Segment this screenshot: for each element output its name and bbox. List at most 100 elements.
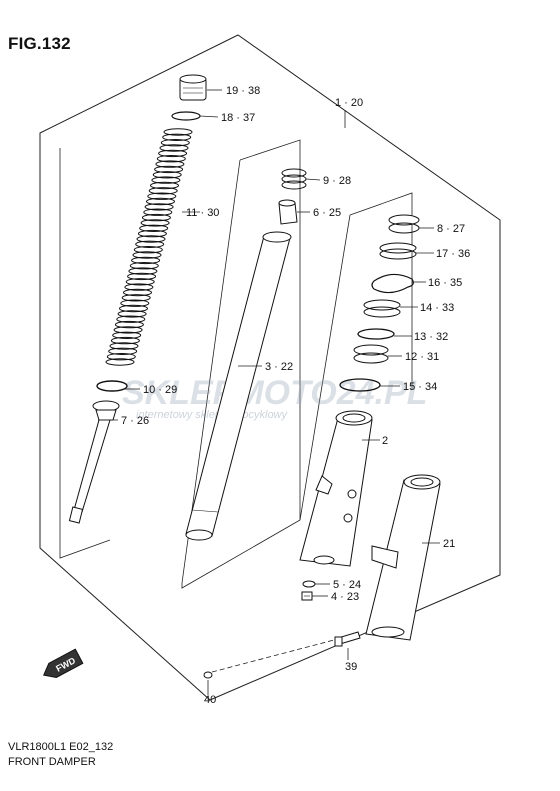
watermark-tagline: internetowy sklep motocyklowy: [136, 409, 289, 421]
callout-9-28: 9 · 28: [323, 175, 351, 187]
callout-4-23: 4 · 23: [331, 591, 359, 603]
watermark-brand: SKLEPMOTO24.PL: [122, 374, 427, 412]
spring-coil: [132, 251, 162, 259]
callout-19-38: 19 · 38: [226, 85, 260, 97]
spring-coil: [110, 336, 140, 345]
part-rebound-spring: [281, 168, 307, 190]
part-o-ring-top: [171, 111, 201, 121]
callout-5-24: 5 · 24: [333, 579, 361, 591]
watermark: SKLEPMOTO24.PL internetowy sklep motocyk…: [122, 374, 427, 421]
spring-coil: [108, 347, 138, 355]
part-plug: [203, 671, 213, 679]
callout-11-30: 11 · 30: [186, 207, 219, 219]
spring-coil: [105, 358, 135, 366]
spring-coil: [141, 213, 171, 222]
group-outline-spring: [59, 148, 111, 559]
callout-40: 40: [204, 694, 216, 706]
callout-3-22: 3 · 22: [265, 361, 293, 373]
part-slide-piece: [278, 199, 298, 225]
spring-coil: [137, 229, 167, 238]
spring-coil: [154, 165, 184, 174]
part-stopper-ring: [379, 242, 417, 260]
callout-15-34: 15 · 34: [403, 381, 437, 393]
figure-title: FIG.132: [8, 34, 71, 53]
spring-coil: [156, 155, 186, 163]
callout-2: 2: [382, 435, 388, 447]
part-outer-tube-right: [299, 410, 373, 567]
spring-coil: [106, 353, 136, 361]
part-oil-seal: [363, 299, 401, 318]
part-outer-tube-left: [365, 474, 441, 641]
part-gasket-washer: [302, 580, 316, 588]
spring-coil: [121, 294, 151, 302]
part-slide-bushing: [339, 378, 381, 392]
spring-coil: [116, 315, 146, 323]
callout-21: 21: [443, 538, 455, 550]
diagram-code: VLR1800L1 E02_132: [8, 741, 114, 753]
part-spacer-ring: [96, 380, 128, 392]
callout-1-20: 1 · 20: [335, 97, 363, 109]
part-fork-cap-bolt: [179, 74, 207, 101]
callout-17-36: 17 · 36: [436, 248, 470, 260]
spring-coil: [112, 331, 142, 339]
fwd-arrow-icon: FWD: [43, 648, 84, 678]
callout-6-25: 6 · 25: [313, 207, 341, 219]
spring-coil: [160, 139, 190, 147]
part-dust-seal: [388, 214, 420, 234]
part-inner-tube: [185, 231, 292, 541]
spring-coil: [114, 320, 144, 329]
part-damper-rod: [68, 400, 120, 524]
spring-coil: [147, 192, 177, 200]
spring-coil: [125, 278, 155, 286]
spring-coil: [124, 283, 154, 291]
callout-39: 39: [345, 661, 357, 673]
callout-16-35: 16 · 35: [428, 277, 462, 289]
spring-coil: [155, 160, 185, 168]
leader-lines: [98, 89, 440, 695]
spring-coil: [159, 144, 189, 152]
spring-coil: [129, 262, 159, 270]
part-guide-bushing: [353, 344, 389, 364]
callout-10-29: 10 · 29: [143, 384, 177, 396]
spring-coil: [143, 208, 173, 216]
spring-coil: [150, 181, 179, 190]
part-seal-washer: [357, 328, 395, 340]
part-damper-bolt: [301, 591, 313, 601]
spring-coil: [128, 267, 158, 275]
callout-14-33: 14 · 33: [420, 302, 454, 314]
spring-coil: [120, 299, 150, 307]
spring-coil: [119, 304, 148, 313]
group-outline-seals: [349, 192, 413, 390]
callout-labels: 1 · 20 19 · 38 18 · 37 11 · 30 10 · 29 7 · 26…: [121, 85, 470, 706]
diagram-caption: FRONT DAMPER: [8, 756, 96, 768]
spring-coil: [151, 176, 181, 184]
spring-coil: [136, 235, 166, 243]
assembly-outline-1-20: [39, 34, 501, 701]
part-circlip: [371, 273, 414, 294]
spring-coil: [127, 272, 157, 281]
spring-coil: [135, 240, 165, 249]
spring-coil: [140, 219, 170, 227]
spring-coil: [139, 224, 169, 233]
spring-coil: [144, 203, 174, 211]
callout-8-27: 8 · 27: [437, 223, 465, 235]
spring-coil: [133, 246, 163, 254]
part-fork-spring: [105, 128, 193, 366]
spring-coil: [163, 128, 193, 136]
part-axle-bolt: [334, 631, 361, 647]
spring-coil: [146, 197, 175, 206]
spring-coil: [152, 171, 182, 179]
spring-coil: [117, 310, 147, 318]
spring-coil: [131, 256, 161, 265]
spring-coil: [123, 288, 152, 297]
callout-12-31: 12 · 31: [405, 351, 439, 363]
callout-13-32: 13 · 32: [414, 331, 448, 343]
spring-coil: [109, 342, 139, 350]
callout-7-26: 7 · 26: [121, 415, 149, 427]
spring-coil: [148, 187, 178, 195]
spring-coil: [162, 133, 192, 142]
spring-coil: [158, 149, 188, 158]
callout-18-37: 18 · 37: [221, 112, 255, 124]
